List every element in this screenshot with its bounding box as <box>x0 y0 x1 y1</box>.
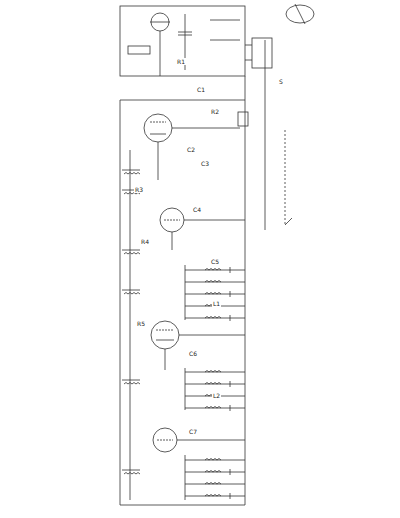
coil-symbol <box>205 281 221 283</box>
coil-symbol <box>205 269 221 271</box>
wire <box>195 472 245 473</box>
wire <box>122 380 140 381</box>
component-label: C7 <box>188 428 198 435</box>
component-label: L1 <box>212 300 221 307</box>
coil-symbol <box>205 483 221 485</box>
wire <box>185 372 195 373</box>
wire <box>195 270 245 271</box>
wire <box>122 250 140 251</box>
component-label: C5 <box>210 258 220 265</box>
component-label: C6 <box>188 350 198 357</box>
wire <box>185 408 195 409</box>
wire <box>195 282 245 283</box>
wire <box>230 469 231 475</box>
wire <box>230 291 231 297</box>
coil-symbol <box>124 383 140 385</box>
coil-symbol <box>205 383 221 385</box>
wire <box>230 267 231 273</box>
output-terminals <box>245 4 314 68</box>
coil-symbol <box>205 495 221 497</box>
coil-symbol <box>205 459 221 461</box>
coil-symbol <box>124 253 140 255</box>
wire <box>122 470 140 471</box>
wire <box>185 306 195 307</box>
wire <box>195 484 245 485</box>
wire <box>122 290 140 291</box>
component-label: C1 <box>196 86 206 93</box>
wire <box>230 493 231 499</box>
wire <box>185 265 186 320</box>
component-label: R4 <box>140 238 150 245</box>
component-label: C3 <box>200 160 210 167</box>
coil-symbol <box>205 293 221 295</box>
wire <box>185 294 195 295</box>
wire <box>195 318 245 319</box>
wire <box>185 384 195 385</box>
wire <box>185 270 195 271</box>
component-label: R2 <box>210 108 220 115</box>
wire <box>195 372 245 373</box>
coil-symbol <box>205 471 221 473</box>
wire <box>185 496 195 497</box>
vacuum-tubes <box>144 112 248 452</box>
wire <box>185 368 186 410</box>
wire <box>185 455 186 500</box>
wire <box>230 405 231 411</box>
wire <box>195 460 245 461</box>
wire <box>185 282 195 283</box>
component-label: R3 <box>134 186 144 193</box>
power-section <box>120 6 245 76</box>
component-label: C4 <box>192 206 202 213</box>
wire <box>130 150 131 500</box>
coil-symbol <box>205 317 221 319</box>
wire <box>195 408 245 409</box>
coil-symbol <box>205 407 221 409</box>
coil-symbol <box>205 371 221 373</box>
wire <box>230 381 231 387</box>
coil-symbol <box>124 473 140 475</box>
component-label: R1 <box>176 58 186 65</box>
component-label: L2 <box>212 392 221 399</box>
wire <box>185 472 195 473</box>
wire <box>195 384 245 385</box>
coil-symbol <box>124 173 140 175</box>
component-label: S <box>278 78 284 85</box>
wire <box>122 170 140 171</box>
wire <box>185 318 195 319</box>
wire <box>230 315 231 321</box>
wire <box>185 396 195 397</box>
component-label: C2 <box>186 146 196 153</box>
component-label: R5 <box>136 320 146 327</box>
wire <box>195 294 245 295</box>
wire <box>185 460 195 461</box>
coil-symbol <box>124 293 140 295</box>
wire <box>195 496 245 497</box>
coil-banks <box>122 150 245 500</box>
supply-bus <box>120 40 292 505</box>
wire <box>185 484 195 485</box>
